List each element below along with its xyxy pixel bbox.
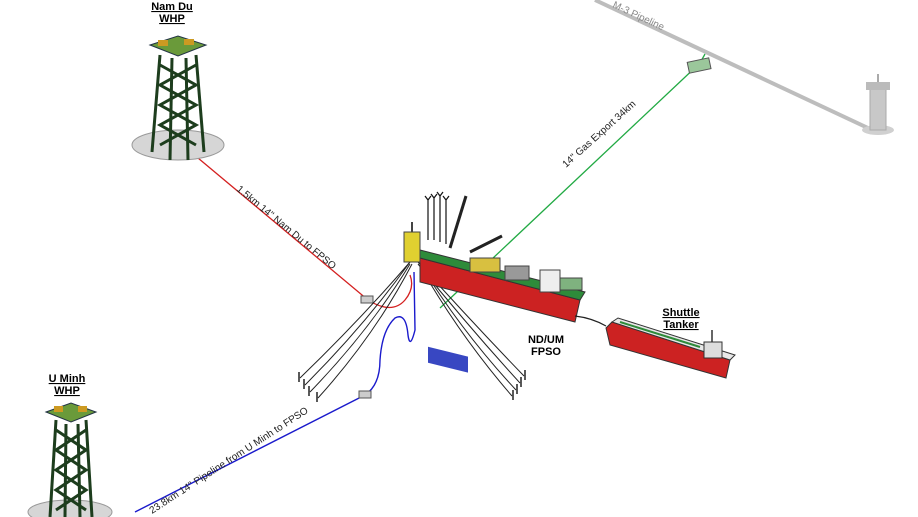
pm3-pipeline-label: M-3 Pipeline [611, 0, 666, 33]
gas-export-label: 14" Gas Export 34km [561, 99, 639, 171]
u-minh-name: U Minh [49, 373, 86, 385]
nam-du-pipeline-label: 1.5km 14" Nam Du to FPSO [234, 184, 338, 272]
nam-du-type: WHP [159, 13, 185, 25]
shuttle-label-line2: Tanker [663, 319, 699, 331]
u-minh-pipeline: 23.8km 14" Pipeline from U Minh to FPSO [134, 271, 416, 517]
fpso-label-line2: FPSO [531, 346, 561, 358]
subsea-valve-icon [358, 390, 372, 399]
nam-du-platform-icon [131, 35, 225, 161]
u-minh-type: WHP [54, 385, 80, 397]
nam-du-name: Nam Du [151, 1, 193, 13]
fpso-vessel-icon [403, 191, 586, 373]
subsea-valve-icon [686, 57, 712, 74]
distant-platform-icon [862, 74, 894, 135]
fpso-label-line1: ND/UM [528, 334, 564, 346]
shuttle-label-line1: Shuttle [662, 307, 699, 319]
shuttle-tanker-icon [605, 317, 736, 379]
u-minh-pipeline-label: 23.8km 14" Pipeline from U Minh to FPSO [148, 405, 311, 516]
subsea-valve-icon [360, 295, 374, 304]
nam-du-pipeline: 1.5km 14" Nam Du to FPSO [197, 157, 413, 309]
u-minh-platform-icon [27, 402, 113, 517]
hawser-line [574, 315, 607, 327]
